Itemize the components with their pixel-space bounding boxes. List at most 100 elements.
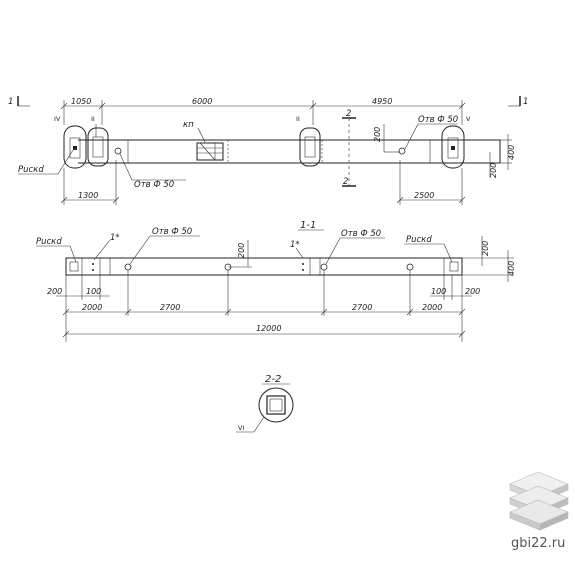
section-11-beam: [65, 257, 463, 276]
s11-hole-left-label: Отв Ф 50: [152, 227, 192, 237]
kp-leader: [197, 127, 206, 143]
s11-ruska-right-label: Рuскd: [406, 235, 432, 245]
s11-mark-left: 1*: [110, 233, 120, 243]
s11-dim-2700-left: 2700: [160, 303, 180, 312]
section-2-2: 2-2 VI: [236, 374, 294, 433]
s11-insert-left: [69, 261, 79, 272]
tick-c: [309, 102, 317, 110]
ruska-label: Рuскd: [18, 165, 44, 175]
s11-small-100-left: 100: [86, 287, 101, 296]
dim-4950: 4950: [372, 97, 392, 106]
s11-mark-right-leader: [295, 247, 304, 259]
section-11-title: 1-1: [300, 220, 316, 231]
inner-dim-200: 200: [373, 127, 382, 142]
kp-diag: [199, 142, 216, 161]
section-mark-left-label: 1: [8, 97, 13, 107]
s11-row-tick-3: [224, 308, 232, 316]
section-22-leader: [253, 416, 265, 433]
s11-hole-left-leader: [129, 235, 151, 265]
loop-II-right-core: [304, 136, 316, 158]
bdim-tick-1: [60, 196, 68, 204]
hole-right-leader: [404, 123, 419, 150]
section-1-1: 1-1 Рuскd 1* Отв Ф 50 2: [36, 220, 516, 342]
s11-mark-right: 1*: [290, 240, 300, 250]
bdim-1300: 1300: [78, 191, 98, 200]
s11-row-tick-2: [124, 308, 132, 316]
loop-IV-outline: [63, 125, 87, 169]
plan-view: 1 1 1050 6000 4950 кп: [8, 96, 528, 205]
s11-hole-1: [124, 263, 132, 271]
s11-dot-1: [92, 263, 94, 265]
s11-total-12000: 12000: [256, 324, 281, 333]
watermark-text: gbi22.ru: [511, 536, 566, 551]
loop-II-left-outline: [87, 127, 109, 167]
hole-right: [398, 147, 406, 155]
dim-6000: 6000: [192, 97, 212, 106]
s11-hole-3: [320, 263, 328, 271]
s11-dot-2: [92, 269, 94, 271]
s11-hole-right-leader: [325, 237, 341, 265]
rdim-200: 200: [489, 163, 498, 178]
bdim-tick-3: [396, 196, 404, 204]
cut-22-top-label: 2: [346, 109, 351, 119]
s11-ruska-right-leader: [443, 243, 453, 263]
tick-a: [60, 102, 68, 110]
s11-dot-4: [302, 269, 304, 271]
rdim-400: 400: [507, 145, 516, 160]
s11-row-tick-1: [62, 308, 70, 316]
s11-insert-right: [449, 261, 459, 272]
s11-ruska-left-label: Рuскd: [36, 237, 62, 247]
section-22-title: 2-2: [265, 374, 281, 385]
tick-b: [98, 102, 106, 110]
s11-dim-2000-left: 2000: [82, 303, 102, 312]
s11-ruska-left-leader: [69, 245, 77, 263]
loop-V-dot: [451, 146, 455, 150]
s11-total-tick-1: [62, 330, 70, 338]
cut-22-bottom-label: 2: [343, 177, 348, 187]
hole-left: [114, 147, 122, 155]
roman-II-left: II: [91, 115, 95, 123]
loop-IV-dot: [73, 146, 77, 150]
logo-slabs-icon: [509, 471, 569, 531]
s11-small-200-left: 200: [47, 287, 62, 296]
s11-vdim-200: 200: [237, 243, 246, 258]
s11-rdim-200: 200: [481, 241, 490, 256]
loop-II-left-core: [92, 136, 104, 158]
s11-row-tick-5: [406, 308, 414, 316]
bdim-tick-2: [112, 196, 120, 204]
hole-right-label: Отв Ф 50: [418, 115, 458, 125]
s11-row-tick-4: [320, 308, 328, 316]
s11-hole-right-label: Отв Ф 50: [341, 229, 381, 239]
ruska-leader: [57, 149, 74, 175]
kp-label: кп: [183, 120, 194, 130]
loop-V-outline: [441, 125, 465, 169]
bdim-2500: 2500: [414, 191, 434, 200]
hole-left-label: Отв Ф 50: [134, 180, 174, 190]
s11-dim-2700-right: 2700: [352, 303, 372, 312]
dim-1050: 1050: [71, 97, 91, 106]
roman-II-right: II: [296, 115, 300, 123]
s11-dot-3: [302, 263, 304, 265]
s11-mark-left-leader: [93, 239, 111, 261]
section-22-circle: [258, 387, 294, 423]
hole-left-leader: [119, 153, 133, 181]
s11-small-200-right: 200: [465, 287, 480, 296]
loop-II-right-outline: [299, 127, 321, 167]
loop-IV-core: [69, 137, 81, 159]
s11-rdim-400: 400: [507, 261, 516, 276]
s11-dim-2000-right: 2000: [422, 303, 442, 312]
roman-IV: IV: [54, 115, 61, 123]
s11-row-tick-6: [458, 308, 466, 316]
s11-small-100-right: 100: [431, 287, 446, 296]
section-22-mark: VI: [238, 424, 244, 432]
s11-hole-4: [406, 263, 414, 271]
kp-block: [196, 142, 224, 161]
section-22-square-inner: [269, 398, 283, 412]
tick-d: [458, 102, 466, 110]
s11-total-tick-2: [458, 330, 466, 338]
bdim-tick-4: [458, 196, 466, 204]
roman-V: V: [466, 115, 471, 123]
section-mark-right-label: 1: [523, 97, 528, 107]
